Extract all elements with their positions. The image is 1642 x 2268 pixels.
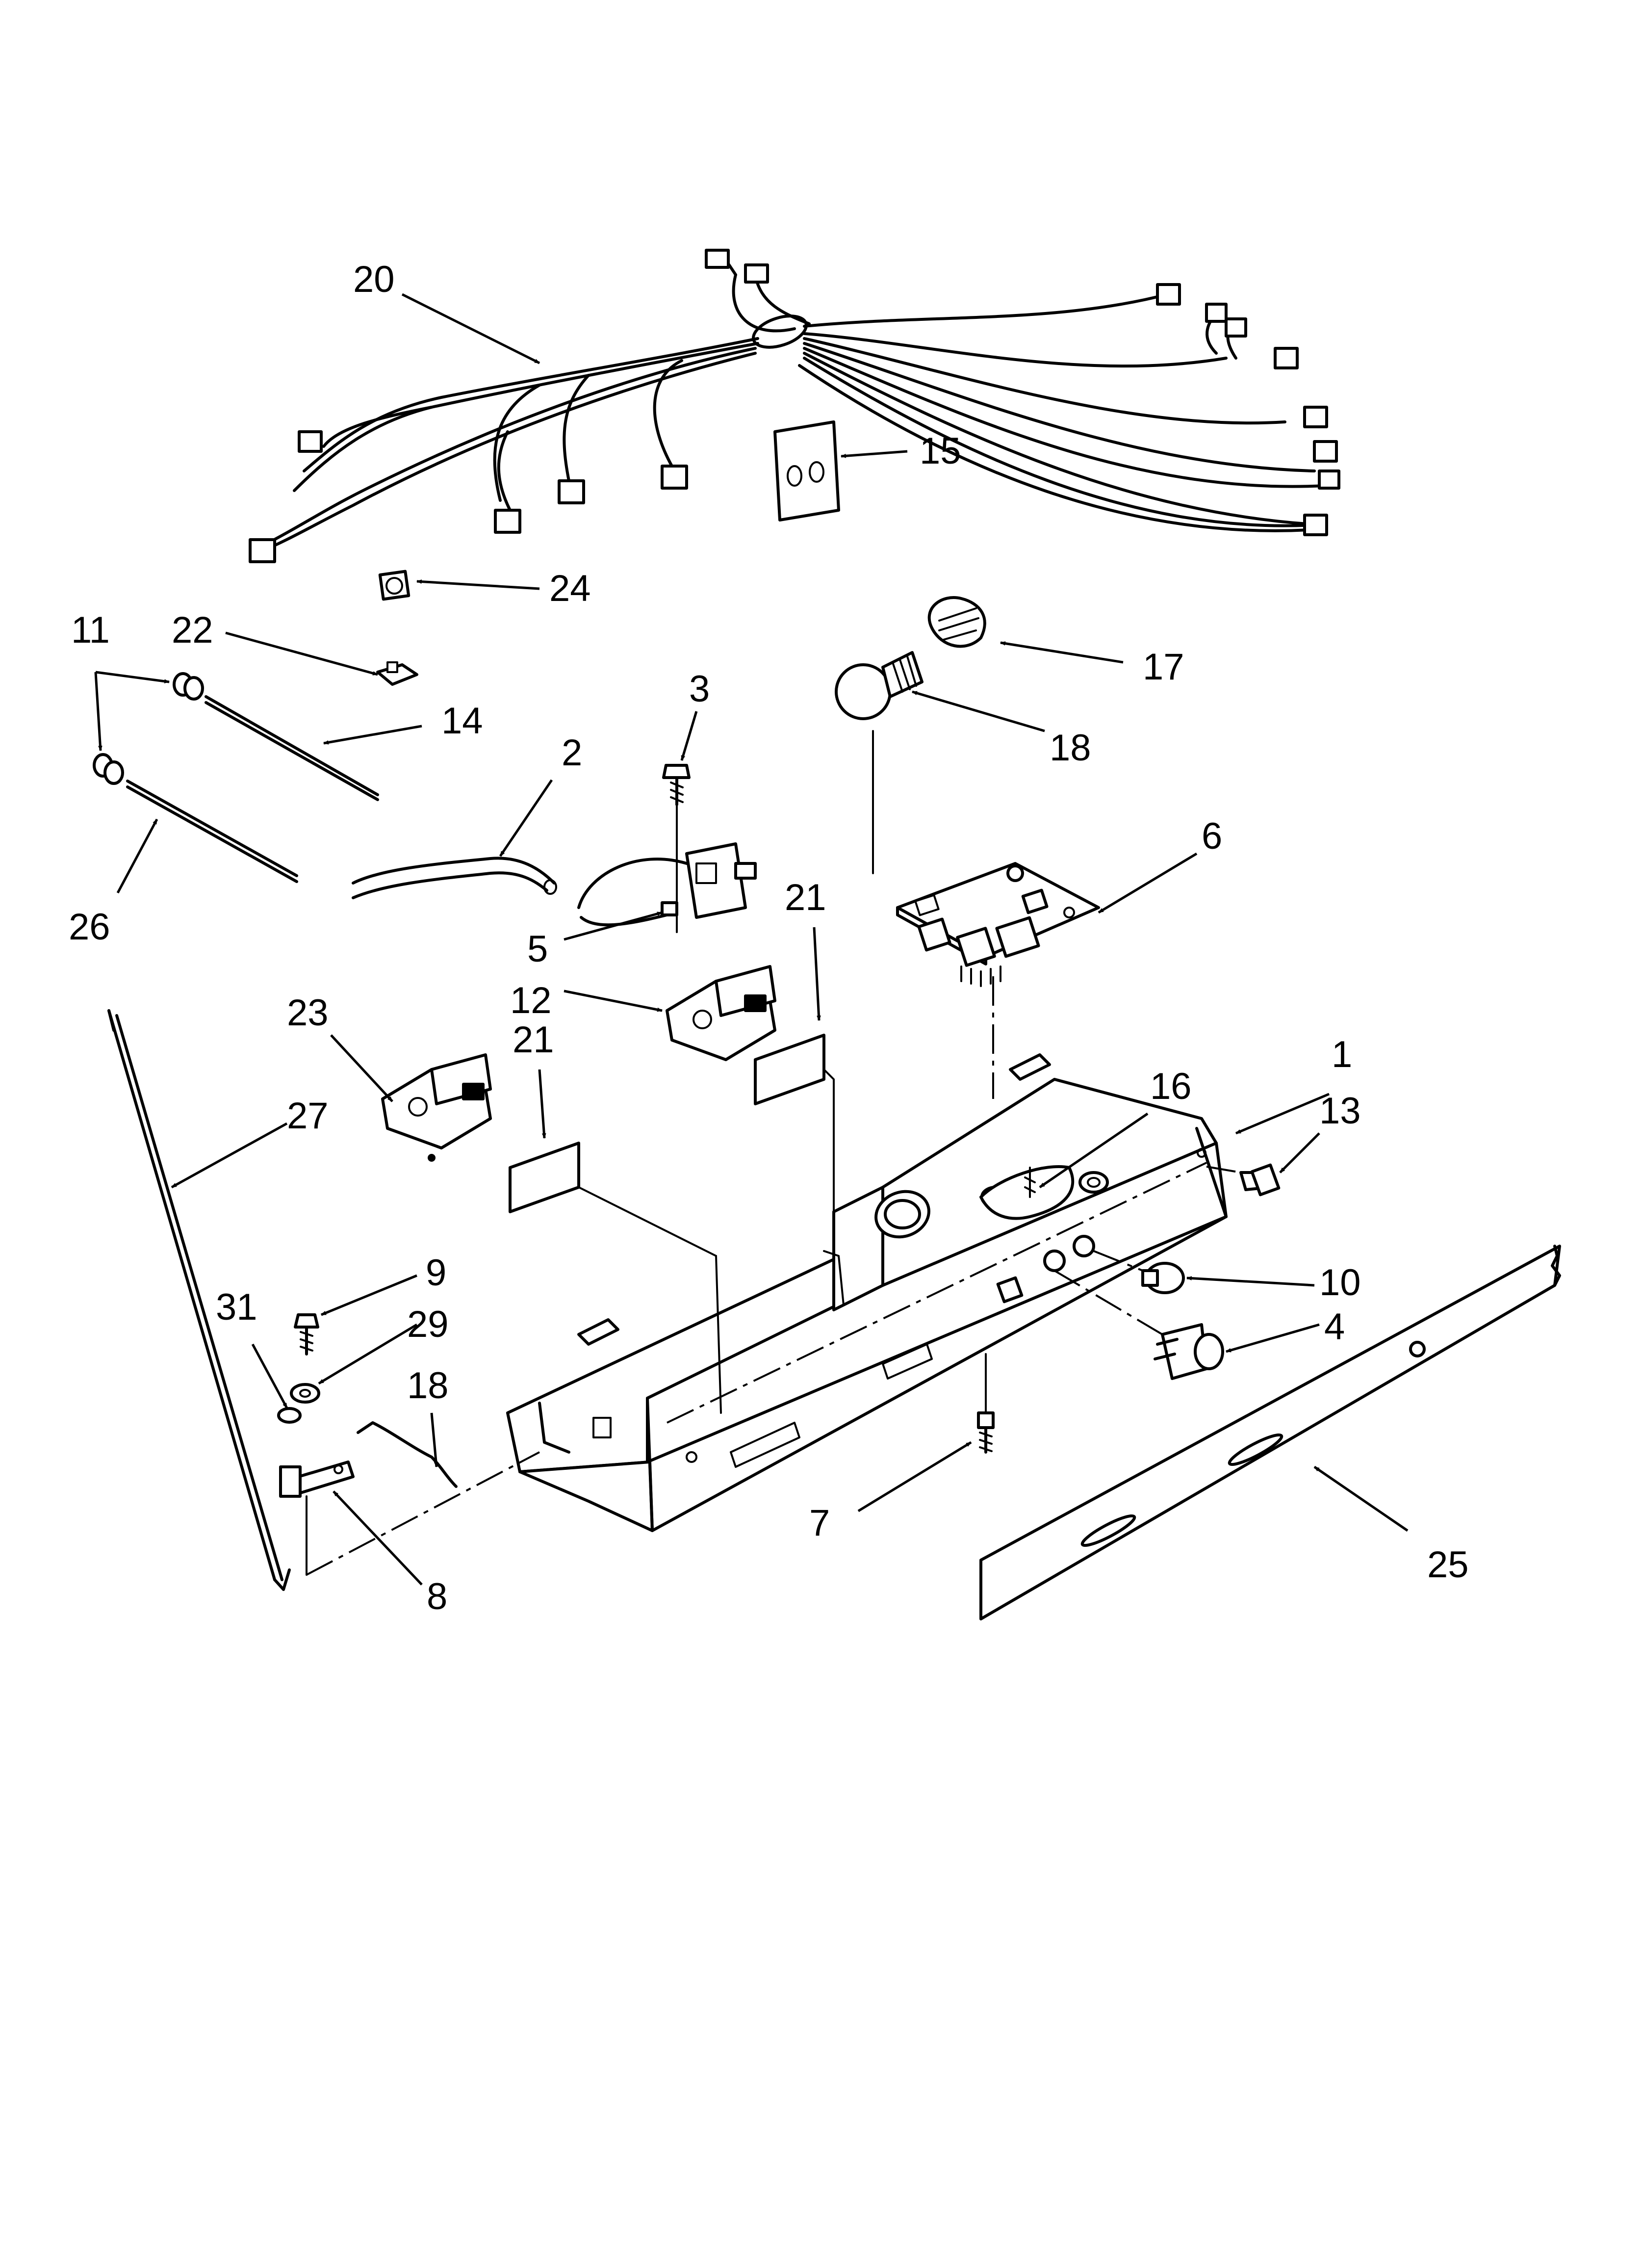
light-bulb xyxy=(836,652,922,719)
grommet-rod-lower xyxy=(94,755,297,882)
leader-16 xyxy=(1039,1112,1149,1189)
callout-24: 24 xyxy=(549,568,591,609)
callout-10: 10 xyxy=(1319,1262,1361,1303)
leader-11b xyxy=(94,672,103,752)
callout-4: 4 xyxy=(1324,1306,1345,1348)
lamp-socket xyxy=(929,598,985,646)
callout-1: 1 xyxy=(1332,1034,1352,1075)
leader-11a xyxy=(95,671,170,684)
wire-clip xyxy=(380,572,409,600)
leader-23 xyxy=(330,1034,393,1102)
callout-8: 8 xyxy=(427,1576,447,1617)
callout-14: 14 xyxy=(441,700,483,742)
callout-17: 17 xyxy=(1143,646,1184,688)
trim-panel xyxy=(981,1246,1560,1619)
leader-20 xyxy=(401,293,540,365)
callout-16: 16 xyxy=(1150,1066,1192,1107)
label-21-left xyxy=(510,1143,579,1212)
leader-31 xyxy=(251,1343,288,1409)
switch-5 xyxy=(579,805,755,932)
screw-7 xyxy=(978,1354,993,1452)
callout-13: 13 xyxy=(1319,1090,1361,1132)
bracket-12 xyxy=(667,966,775,1060)
leader-lines xyxy=(94,293,1409,1586)
callout-11: 11 xyxy=(71,609,110,651)
leader-1 xyxy=(1235,1093,1330,1135)
control-housing xyxy=(508,1055,1226,1531)
callout-6: 6 xyxy=(1202,815,1222,857)
switch-4 xyxy=(1054,1271,1223,1379)
washer-29 xyxy=(291,1384,319,1402)
leader-4 xyxy=(1225,1323,1320,1353)
leader-3 xyxy=(680,711,698,761)
leader-22 xyxy=(225,631,379,676)
callout-15: 15 xyxy=(920,430,961,472)
callout-20: 20 xyxy=(353,259,395,300)
leader-8 xyxy=(333,1490,423,1586)
leader-21-right xyxy=(813,927,821,1021)
grommet-rod-upper xyxy=(174,674,378,800)
screw-3 xyxy=(664,765,689,805)
leader-10 xyxy=(1186,1276,1315,1287)
leader-17 xyxy=(1000,641,1124,664)
leader-13 xyxy=(1279,1132,1320,1173)
callout-21-right: 21 xyxy=(785,877,826,918)
callout-2: 2 xyxy=(562,732,582,774)
screw-13 xyxy=(1206,1165,1279,1195)
guide-rod xyxy=(109,1011,289,1590)
leader-29 xyxy=(318,1323,418,1385)
leader-12 xyxy=(564,990,663,1012)
leader-15 xyxy=(840,450,908,458)
leader-5 xyxy=(564,911,663,941)
label-21-right xyxy=(755,1035,824,1104)
heater-wire-18 xyxy=(358,1423,456,1486)
callout-26: 26 xyxy=(69,906,110,948)
leader-7 xyxy=(857,1441,972,1512)
callout-5: 5 xyxy=(527,928,548,970)
leader-9 xyxy=(320,1274,417,1316)
callout-23: 23 xyxy=(287,992,329,1034)
leader-2 xyxy=(499,779,553,857)
drain-tube xyxy=(353,858,556,898)
callout-9: 9 xyxy=(426,1252,446,1294)
callout-21-left: 21 xyxy=(513,1019,554,1061)
small-clip xyxy=(378,662,417,684)
leader-24 xyxy=(416,579,540,590)
callout-12: 12 xyxy=(510,980,552,1021)
callout-18-wire: 18 xyxy=(407,1365,449,1407)
leader-21-left xyxy=(538,1069,546,1139)
washer-31 xyxy=(279,1408,300,1422)
bracket-8 xyxy=(281,1452,539,1575)
bracket-23 xyxy=(383,1055,490,1162)
leader-25 xyxy=(1313,1465,1409,1532)
leader-18-bulb xyxy=(911,690,1045,732)
leader-26 xyxy=(116,818,158,894)
button-10 xyxy=(1094,1251,1183,1293)
callout-29: 29 xyxy=(407,1303,449,1345)
leader-6 xyxy=(1098,852,1198,914)
callout-3: 3 xyxy=(689,668,710,710)
wire-harness xyxy=(250,250,1339,562)
leader-27 xyxy=(171,1122,288,1189)
callout-22: 22 xyxy=(172,609,213,651)
cover-plate xyxy=(775,422,839,520)
callout-18-bulb: 18 xyxy=(1050,727,1091,769)
callout-7: 7 xyxy=(809,1502,830,1544)
leader-14 xyxy=(323,725,422,745)
screw-9 xyxy=(295,1315,318,1354)
callout-25: 25 xyxy=(1427,1544,1469,1586)
control-board xyxy=(898,863,1099,1099)
callout-numbers: 1 2 3 4 5 6 7 8 9 10 11 12 13 14 15 16 1… xyxy=(69,259,1469,1617)
callout-31: 31 xyxy=(216,1286,257,1328)
leader-18-wire xyxy=(430,1412,438,1468)
callout-27: 27 xyxy=(287,1095,329,1137)
